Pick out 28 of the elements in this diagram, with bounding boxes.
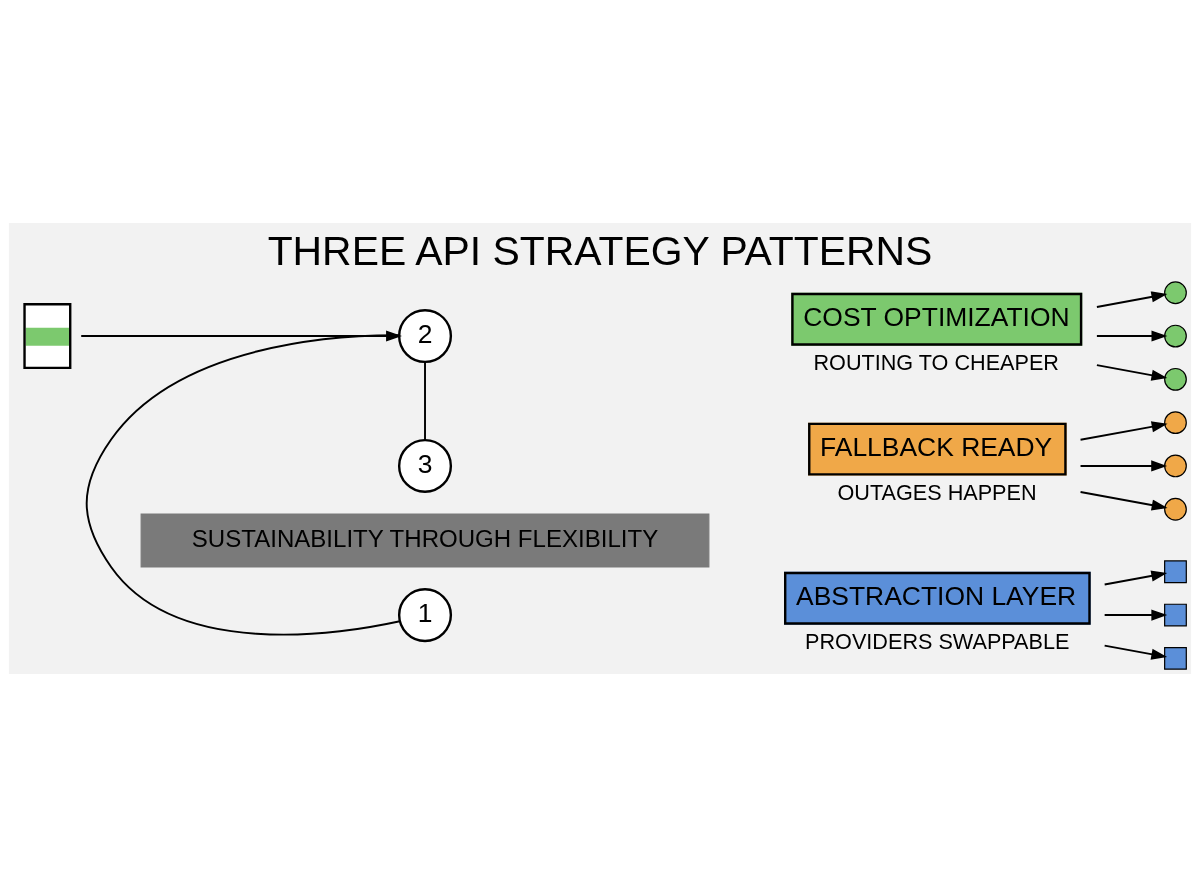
diagram-title: THREE API STRATEGY PATTERNS [267,227,933,274]
arrow [1103,644,1168,660]
arrow [1079,490,1168,511]
node-circle [1164,367,1187,391]
node-circle [1164,497,1187,521]
node-label: OUTAGES HAPPEN [837,479,1037,505]
node-box [1164,559,1187,583]
node-circle [1164,454,1187,477]
arrow [1079,459,1168,471]
node-circle [1164,280,1187,304]
node-circle: 2 [397,308,453,363]
node-circle [1164,324,1187,347]
arrow [1095,290,1168,308]
node-box [1164,646,1187,670]
caption: SUSTAINABILITY THROUGH FLEXIBILITY [191,524,659,552]
node-label: ROUTING TO CHEAPER [813,349,1059,375]
node-circle [1164,410,1187,434]
connector [424,360,426,441]
connector [85,333,401,636]
arrow [1095,330,1168,342]
node-box [1164,603,1187,626]
arrow [1095,363,1168,381]
arrow [1103,609,1168,621]
node-circle: 3 [397,438,453,493]
node-circle: 1 [397,587,453,642]
node-label: PROVIDERS SWAPPABLE [805,628,1070,654]
arrow [1103,569,1168,585]
arrow [1079,420,1168,441]
